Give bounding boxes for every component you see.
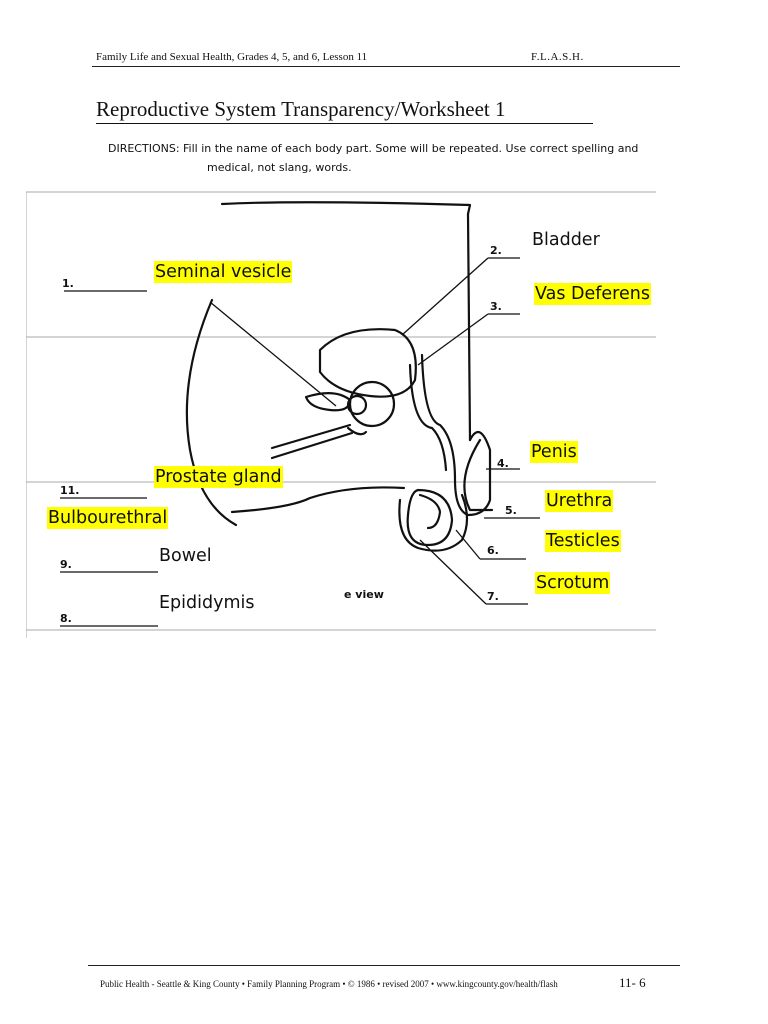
header-program: F.L.A.S.H. — [531, 51, 584, 63]
blank-number-7: 7. — [487, 590, 499, 603]
page-number: 11- 6 — [619, 975, 646, 990]
label-bowel: Bowel — [158, 545, 348, 567]
label-penis: Penis — [530, 441, 578, 463]
page-title: Reproductive System Transparency/Workshe… — [96, 97, 506, 121]
label-bladder: Bladder — [531, 229, 601, 251]
label-prostate-gland: Prostate gland — [154, 466, 283, 488]
blank-number-4: 4. — [497, 457, 509, 470]
footer-credit: Public Health - Seattle & King County • … — [100, 979, 558, 989]
blank-number-5: 5. — [505, 504, 517, 517]
blank-number-8: 8. — [60, 612, 72, 625]
directions-line-2: medical, not slang, words. — [207, 161, 352, 174]
label-epididymis: Epididymis — [158, 592, 300, 614]
leader-lines — [60, 257, 540, 627]
blank-number-9: 9. — [60, 558, 72, 571]
directions-line-1: DIRECTIONS: Fill in the name of each bod… — [108, 142, 639, 155]
label-vas-deferens: Vas Deferens — [534, 283, 651, 305]
label-scrotum: Scrotum — [535, 572, 611, 594]
label-bulbourethral: Bulbourethral — [47, 507, 169, 529]
blank-number-2: 2. — [490, 244, 502, 257]
title-underline — [96, 123, 593, 124]
blank-number-3: 3. — [490, 300, 502, 313]
label-urethra: Urethra — [545, 490, 614, 512]
header-divider — [92, 66, 680, 67]
blank-number-11: 11. — [60, 484, 80, 497]
header-course: Family Life and Sexual Health, Grades 4,… — [96, 51, 368, 63]
view-caption: e view — [344, 588, 384, 601]
anatomy-outline — [185, 201, 494, 552]
reproductive-system-diagram: 1. 2. 3. 4. 5. 6. 7. 8. 9. 11. e view — [26, 191, 656, 638]
label-testicles: Testicles — [545, 530, 621, 552]
blank-number-1: 1. — [62, 277, 74, 290]
label-seminal-vesicle: Seminal vesicle — [154, 261, 293, 283]
blank-number-6: 6. — [487, 544, 499, 557]
footer-divider — [88, 965, 680, 966]
